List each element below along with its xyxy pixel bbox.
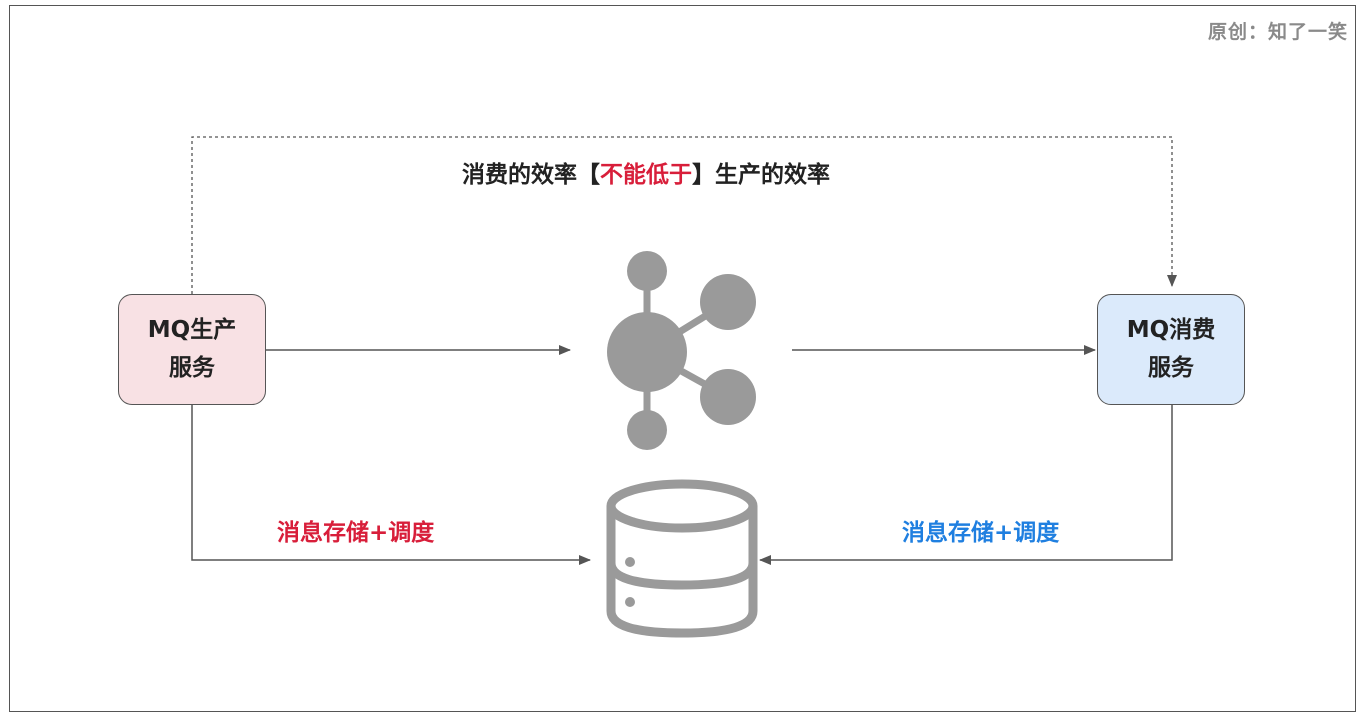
producer-label-line1: MQ生产 xyxy=(147,316,237,343)
database-icon xyxy=(606,479,758,638)
caption-suffix: 】生产的效率 xyxy=(692,162,830,188)
consumer-to-storage-arrow xyxy=(759,405,1173,565)
consumer-storage-label: 消息存储+调度 xyxy=(902,520,1060,546)
message-queue-hub-icon xyxy=(607,251,756,450)
efficiency-caption: 消费的效率【不能低于】生产的效率 xyxy=(462,155,830,189)
producer-to-storage-arrow xyxy=(191,405,591,565)
producer-storage-label: 消息存储+调度 xyxy=(277,520,435,546)
producer-service-node: MQ生产 服务 xyxy=(118,294,266,405)
watermark: 原创：知了一笑 xyxy=(1207,21,1348,43)
consumer-label-line1: MQ消费 xyxy=(1126,316,1216,343)
producer-label-line2: 服务 xyxy=(169,354,215,381)
consumer-label-line2: 服务 xyxy=(1148,354,1194,381)
efficiency-dotted-connector xyxy=(191,136,1177,294)
consumer-service-node: MQ消费 服务 xyxy=(1097,294,1245,405)
caption-prefix: 消费的效率【 xyxy=(462,162,600,188)
caption-highlight: 不能低于 xyxy=(600,162,692,188)
